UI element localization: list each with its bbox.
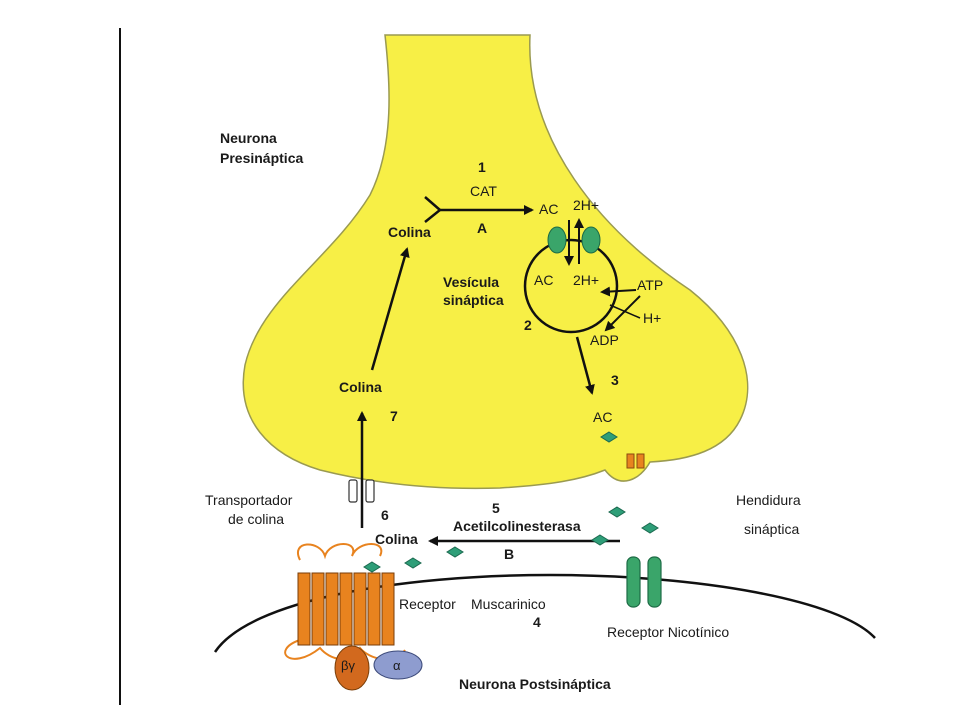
- postsynaptic-membrane: [213, 573, 876, 653]
- adp-label: ADP: [590, 332, 619, 348]
- atp-label: ATP: [637, 277, 663, 293]
- choline-transporter-left: [348, 479, 358, 503]
- cat-label: CAT: [470, 183, 497, 199]
- nicotinic-receptor-subunit: [647, 556, 662, 608]
- ach-molecule: [363, 561, 381, 573]
- ach-molecule: [641, 522, 659, 534]
- step-7-label: 7: [390, 408, 398, 424]
- cleft-label-1: Hendidura: [736, 492, 801, 508]
- h2-vesicle-label: 2H+: [573, 272, 599, 288]
- colina-top-label: Colina: [388, 224, 431, 240]
- ach-molecule: [608, 506, 626, 518]
- vesicle-label-2: sináptica: [443, 292, 504, 308]
- transporter-label-1: Transportador: [205, 492, 293, 508]
- g-protein-alpha: [373, 650, 423, 680]
- step-3-label: 3: [611, 372, 619, 388]
- presynaptic-label-1: Neurona: [220, 130, 277, 146]
- colina-mid-label: Colina: [339, 379, 382, 395]
- nicotinic-receptor-subunit: [626, 556, 641, 608]
- presynaptic-label-2: Presináptica: [220, 150, 303, 166]
- presynaptic-terminal: [242, 34, 749, 490]
- step-5-label: 5: [492, 500, 500, 516]
- g-protein-beta-gamma: [334, 645, 370, 691]
- vesicle-transporter-right: [581, 226, 601, 254]
- receptor-muscarinic-label-a: Receptor: [399, 596, 456, 612]
- transporter-label-2: de colina: [228, 511, 284, 527]
- muscarinic-receptor: [284, 543, 406, 661]
- ach-molecule: [600, 431, 618, 443]
- step-6-label: 6: [381, 507, 389, 523]
- ac-top-label: AC: [539, 201, 558, 217]
- step-2-label: 2: [524, 317, 532, 333]
- step-1-label: 1: [478, 159, 486, 175]
- vesicle-transporter-left: [547, 226, 567, 254]
- choline-transport-arrow: [370, 247, 410, 371]
- hplus-label: H+: [643, 310, 661, 326]
- step-a-label: A: [477, 220, 487, 236]
- release-channel-right: [636, 453, 645, 469]
- ach-molecule: [446, 546, 464, 558]
- ach-molecule: [591, 534, 609, 546]
- release-channel-left: [626, 453, 635, 469]
- receptor-muscarinic-label-b: Muscarinico: [471, 596, 546, 612]
- step-4-label: 4: [533, 614, 541, 630]
- cleft-label-2: sináptica: [744, 521, 799, 537]
- hplus-line: [609, 304, 641, 319]
- ac-vesicle-label: AC: [534, 272, 553, 288]
- vesicle-label-1: Vesícula: [443, 274, 499, 290]
- release-arrow: [575, 336, 595, 395]
- atp-arrow: [600, 286, 637, 297]
- ach-molecule: [404, 557, 422, 569]
- colina-bottom-label: Colina: [375, 531, 418, 547]
- synaptic-vesicle: [523, 238, 619, 334]
- step-b-label: B: [504, 546, 514, 562]
- ac-cleft-label: AC: [593, 409, 612, 425]
- alpha-label: α: [393, 658, 401, 673]
- postsynaptic-label: Neurona Postsináptica: [459, 676, 611, 692]
- adp-arrow: [604, 295, 641, 332]
- nicotinic-receptor-label: Receptor Nicotínico: [607, 624, 729, 640]
- h2-top-label: 2H+: [573, 197, 599, 213]
- enzyme-label: Acetilcolinesterasa: [453, 518, 581, 534]
- choline-transporter-right: [365, 479, 375, 503]
- beta-gamma-label: βγ: [341, 658, 355, 673]
